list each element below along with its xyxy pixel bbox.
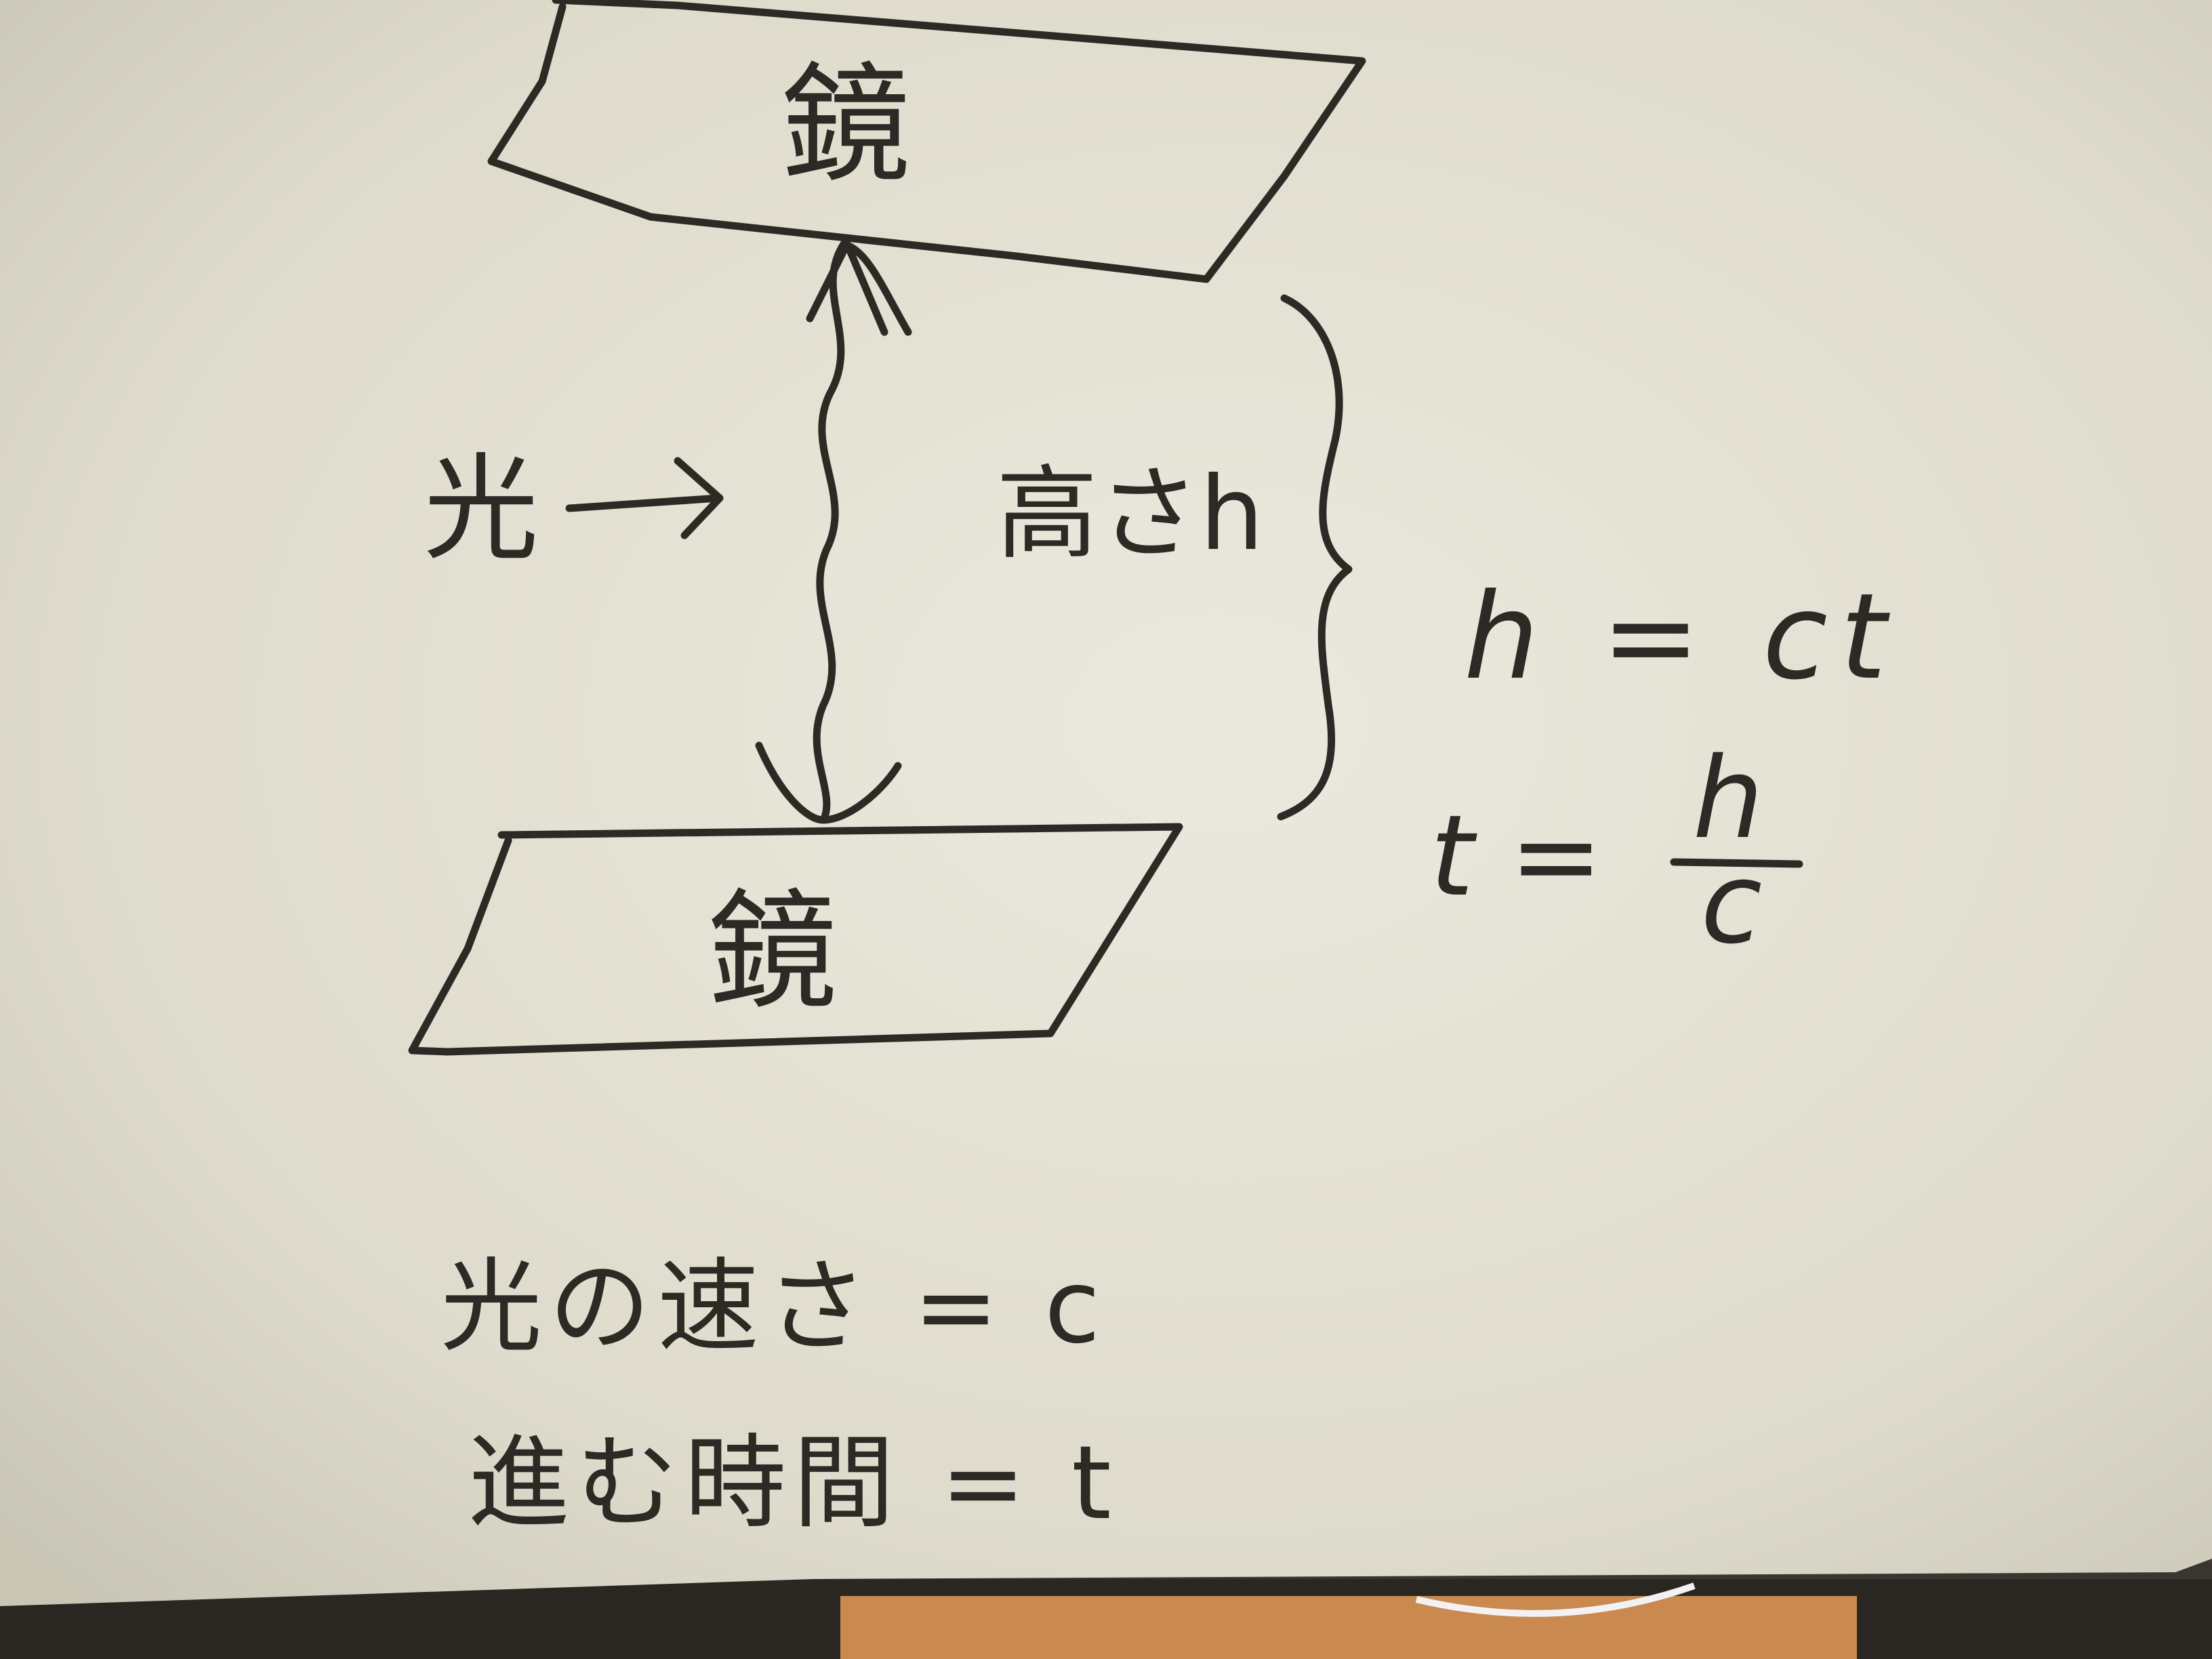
equation-t-lhs: t = (1430, 791, 1603, 921)
white-cable (1415, 1582, 1696, 1617)
paper-board (0, 0, 2212, 1606)
definition-travel-time: 進む時間 = t (468, 1425, 1118, 1542)
top-mirror-outline (487, 0, 1366, 283)
light-arrowhead-down (755, 741, 902, 824)
light-pointer-arrow-head (674, 457, 724, 539)
light-pointer-arrow-shaft (565, 494, 722, 512)
light-wave-path (813, 240, 848, 824)
equation-t-denominator: c (1701, 838, 1763, 968)
equation-h-equals-ct: h = ct (1464, 569, 1899, 706)
wooden-desk (840, 1596, 1857, 1659)
light-label: 光 (424, 443, 539, 577)
equation-t-numerator: h (1693, 733, 1764, 863)
height-label: 高さh (996, 455, 1264, 573)
light-arrowhead-up-stroke (840, 240, 912, 336)
bottom-mirror-label: 鏡 (708, 877, 837, 1027)
definition-light-speed: 光の速さ = c (441, 1248, 1107, 1366)
top-mirror-label: 鏡 (781, 50, 910, 200)
bottom-mirror-outline (408, 823, 1183, 1056)
fraction-bar (1670, 858, 1803, 868)
height-brace (1277, 294, 1353, 821)
